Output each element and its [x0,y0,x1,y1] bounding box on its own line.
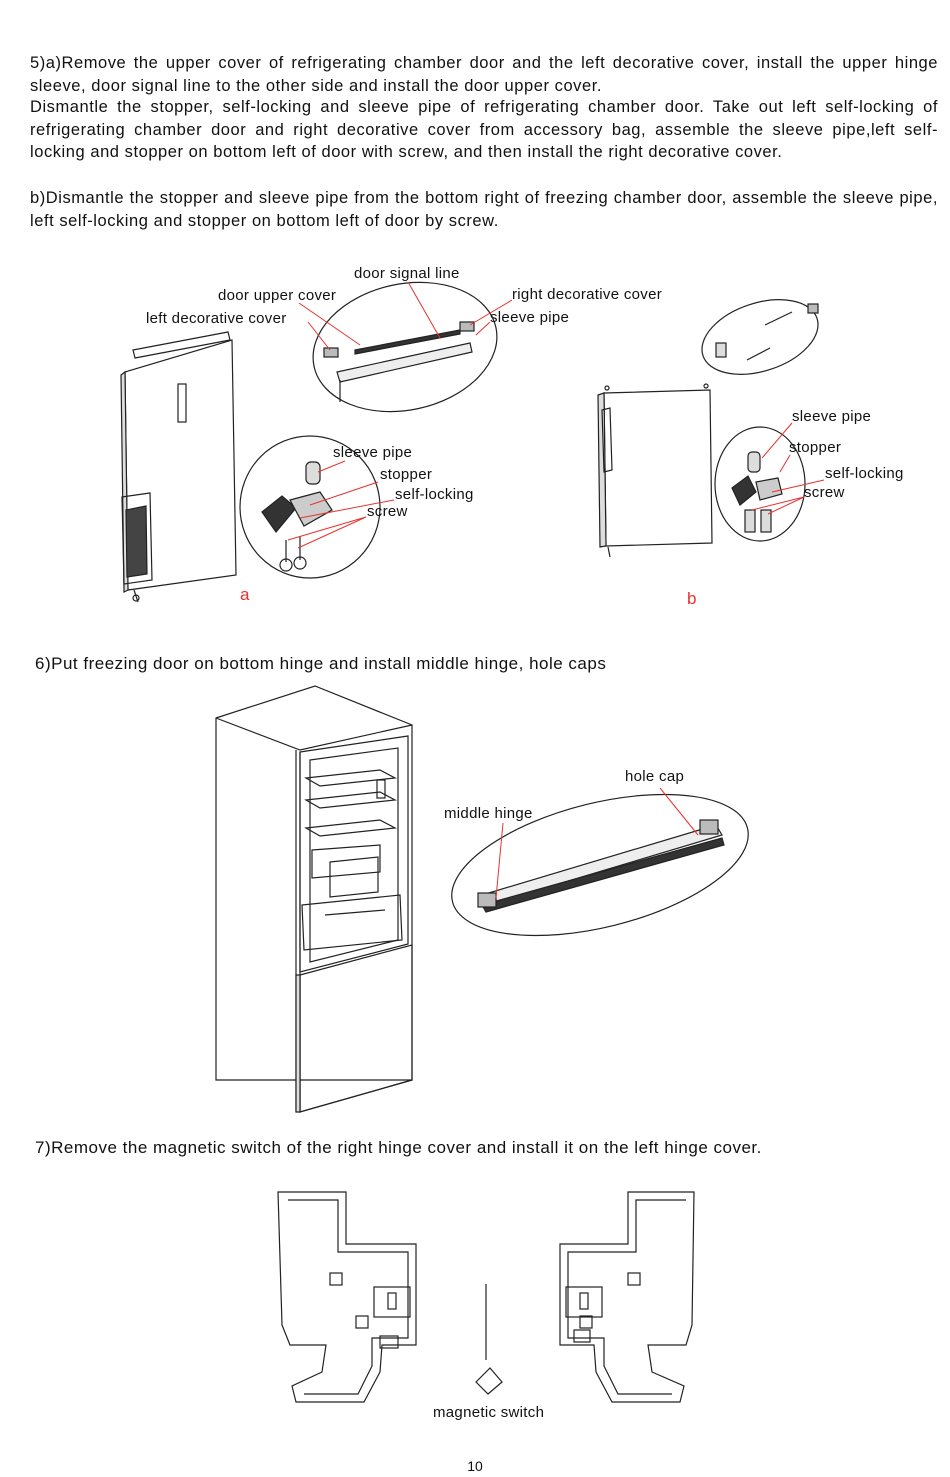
figure-a-caption: a [240,585,250,604]
label-self-locking-b: self-locking [825,465,904,482]
label-screw-b: screw [804,484,845,501]
step5-paragraph-1: 5)a)Remove the upper cover of refrigerat… [30,54,938,95]
label-right-decorative-cover: right decorative cover [512,286,663,303]
step5-paragraph-2: Dismantle the stopper, self-locking and … [30,98,938,162]
label-screw-a: screw [367,503,408,520]
page-number: 10 [467,1458,483,1474]
label-sleeve-pipe-top: sleeve pipe [490,309,570,326]
label-self-locking-a: self-locking [395,486,474,503]
label-stopper-b: stopper [789,439,842,456]
step5-paragraph-3: b)Dismantle the stopper and sleeve pipe … [30,189,938,230]
label-hole-cap: hole cap [625,768,685,785]
figure-b-caption: b [687,589,697,608]
label-middle-hinge: middle hinge [444,805,533,822]
label-door-upper-cover: door upper cover [218,287,337,304]
label-door-signal-line: door signal line [354,265,460,282]
label-left-decorative-cover: left decorative cover [146,310,287,327]
step6-heading: 6)Put freezing door on bottom hinge and … [35,654,607,673]
label-sleeve-pipe-a: sleeve pipe [333,444,413,461]
step7-heading: 7)Remove the magnetic switch of the righ… [35,1138,762,1157]
label-stopper-a: stopper [380,466,433,483]
label-magnetic-switch: magnetic switch [433,1404,545,1421]
label-sleeve-pipe-b: sleeve pipe [792,408,872,425]
